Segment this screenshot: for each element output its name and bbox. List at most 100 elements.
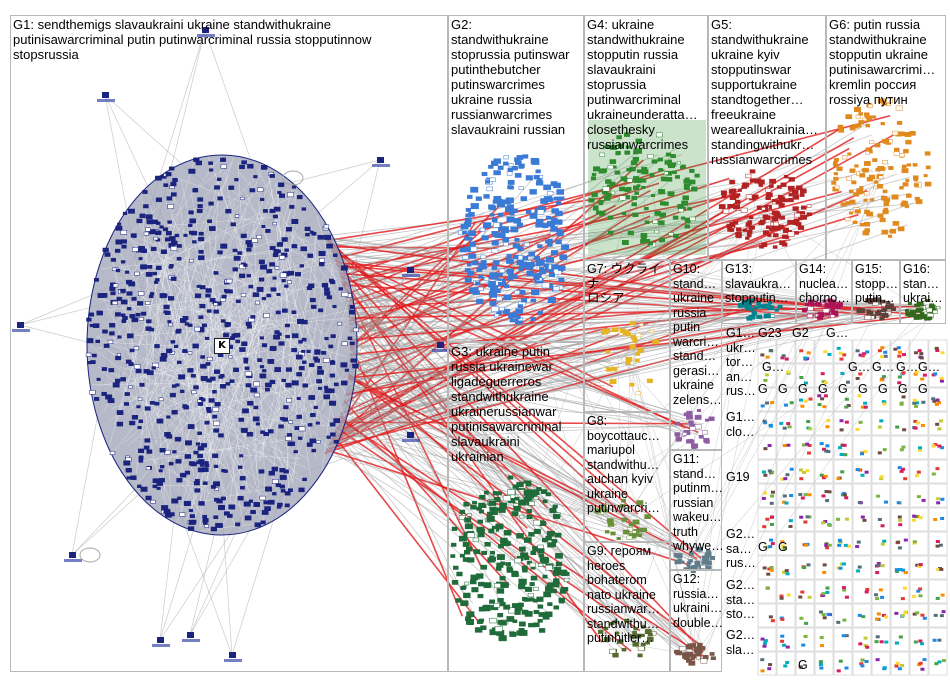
vertex-node[interactable] bbox=[146, 449, 153, 454]
vertex-node[interactable] bbox=[341, 291, 349, 297]
vertex-node[interactable] bbox=[559, 196, 565, 201]
vertex-node[interactable] bbox=[227, 513, 233, 518]
vertex-node[interactable] bbox=[478, 581, 485, 587]
vertex-node[interactable] bbox=[480, 625, 487, 630]
vertex-node[interactable] bbox=[205, 336, 210, 340]
vertex-node[interactable] bbox=[822, 405, 827, 409]
vertex-node[interactable] bbox=[93, 277, 99, 282]
vertex-node[interactable] bbox=[286, 433, 293, 437]
vertex-node[interactable] bbox=[467, 236, 473, 241]
vertex-node[interactable] bbox=[243, 360, 249, 364]
vertex-node[interactable] bbox=[150, 246, 157, 251]
vertex-node[interactable] bbox=[934, 346, 939, 350]
vertex-node[interactable] bbox=[154, 344, 160, 349]
vertex-node[interactable] bbox=[256, 286, 264, 292]
vertex-node[interactable] bbox=[656, 132, 663, 138]
vertex-node[interactable] bbox=[904, 204, 910, 209]
vertex-node[interactable] bbox=[544, 611, 553, 618]
vertex-node[interactable] bbox=[619, 332, 624, 336]
vertex-node[interactable] bbox=[838, 540, 843, 544]
vertex-node[interactable] bbox=[468, 230, 477, 237]
vertex-node[interactable] bbox=[856, 569, 861, 573]
vertex-node[interactable] bbox=[770, 490, 775, 494]
vertex-node[interactable] bbox=[115, 225, 123, 231]
vertex-node[interactable] bbox=[820, 397, 825, 401]
vertex-node[interactable] bbox=[475, 573, 484, 579]
vertex-node[interactable] bbox=[495, 566, 502, 571]
vertex-node[interactable] bbox=[455, 598, 462, 603]
vertex-node[interactable] bbox=[143, 369, 150, 374]
vertex-node[interactable] bbox=[500, 582, 509, 588]
vertex-node[interactable] bbox=[498, 232, 506, 238]
vertex-node[interactable] bbox=[769, 501, 774, 505]
vertex-node[interactable] bbox=[516, 222, 523, 228]
vertex-node[interactable] bbox=[858, 642, 863, 646]
vertex-node[interactable] bbox=[786, 370, 791, 374]
vertex-node[interactable] bbox=[128, 281, 136, 287]
vertex-node[interactable] bbox=[803, 381, 808, 385]
vertex-node[interactable] bbox=[617, 143, 625, 149]
vertex-node[interactable] bbox=[239, 476, 246, 481]
vertex-node[interactable] bbox=[269, 262, 276, 267]
vertex-node[interactable] bbox=[116, 410, 124, 415]
vertex-node[interactable] bbox=[818, 610, 823, 614]
vertex-node[interactable] bbox=[160, 249, 168, 254]
vertex-node[interactable] bbox=[745, 222, 752, 227]
vertex-node[interactable] bbox=[879, 477, 884, 481]
vertex-node[interactable] bbox=[881, 229, 889, 235]
vertex-node[interactable] bbox=[145, 214, 153, 220]
vertex-node[interactable] bbox=[882, 448, 887, 452]
vertex-node[interactable] bbox=[857, 500, 862, 504]
vertex-node[interactable] bbox=[120, 299, 128, 305]
vertex-node[interactable] bbox=[147, 265, 153, 269]
vertex-node[interactable] bbox=[836, 620, 841, 624]
vertex-node[interactable] bbox=[126, 476, 131, 480]
vertex-node[interactable] bbox=[770, 494, 775, 498]
vertex-node[interactable] bbox=[675, 175, 680, 179]
vertex-node[interactable] bbox=[494, 583, 501, 589]
vertex-node[interactable] bbox=[799, 477, 804, 481]
vertex-node[interactable] bbox=[206, 309, 212, 313]
vertex-node[interactable] bbox=[289, 204, 295, 209]
vertex-node[interactable] bbox=[801, 308, 807, 313]
vertex-node[interactable] bbox=[786, 422, 791, 426]
vertex-node[interactable] bbox=[228, 185, 235, 190]
vertex-node[interactable] bbox=[254, 522, 262, 528]
vertex-node[interactable] bbox=[193, 450, 199, 455]
vertex-node[interactable] bbox=[489, 617, 497, 624]
vertex-node[interactable] bbox=[238, 417, 245, 422]
vertex-node[interactable] bbox=[279, 474, 287, 480]
vertex-node[interactable] bbox=[913, 372, 918, 376]
vertex-node[interactable] bbox=[889, 228, 897, 234]
vertex-node[interactable] bbox=[745, 173, 752, 179]
vertex-node[interactable] bbox=[162, 227, 168, 232]
vertex-node[interactable] bbox=[539, 268, 547, 274]
vertex-node[interactable] bbox=[873, 297, 881, 303]
vertex-node[interactable] bbox=[803, 356, 808, 360]
vertex-node[interactable] bbox=[593, 166, 601, 172]
vertex-node[interactable] bbox=[858, 120, 865, 125]
vertex-node[interactable] bbox=[632, 519, 640, 525]
vertex-node[interactable] bbox=[470, 186, 479, 193]
vertex-node[interactable] bbox=[139, 213, 146, 218]
vertex-node[interactable] bbox=[128, 385, 133, 389]
vertex-node[interactable] bbox=[858, 420, 863, 424]
vertex-node[interactable] bbox=[269, 245, 276, 251]
vertex-node[interactable] bbox=[463, 592, 471, 599]
vertex-node[interactable] bbox=[779, 421, 784, 425]
vertex-node[interactable] bbox=[866, 311, 874, 317]
vertex-node[interactable] bbox=[874, 593, 879, 597]
vertex-node[interactable] bbox=[166, 196, 173, 201]
vertex-node[interactable] bbox=[497, 523, 503, 528]
vertex-node[interactable] bbox=[654, 229, 660, 234]
vertex-node[interactable] bbox=[296, 396, 301, 400]
vertex-node[interactable] bbox=[936, 501, 941, 505]
vertex-node[interactable] bbox=[937, 660, 942, 664]
vertex-node[interactable] bbox=[752, 194, 759, 199]
vertex-node[interactable] bbox=[819, 473, 824, 477]
vertex-node[interactable] bbox=[545, 492, 552, 497]
vertex-node[interactable] bbox=[223, 333, 229, 338]
vertex-node[interactable] bbox=[880, 346, 885, 350]
vertex-node[interactable] bbox=[176, 478, 183, 483]
vertex-node[interactable] bbox=[647, 154, 654, 159]
